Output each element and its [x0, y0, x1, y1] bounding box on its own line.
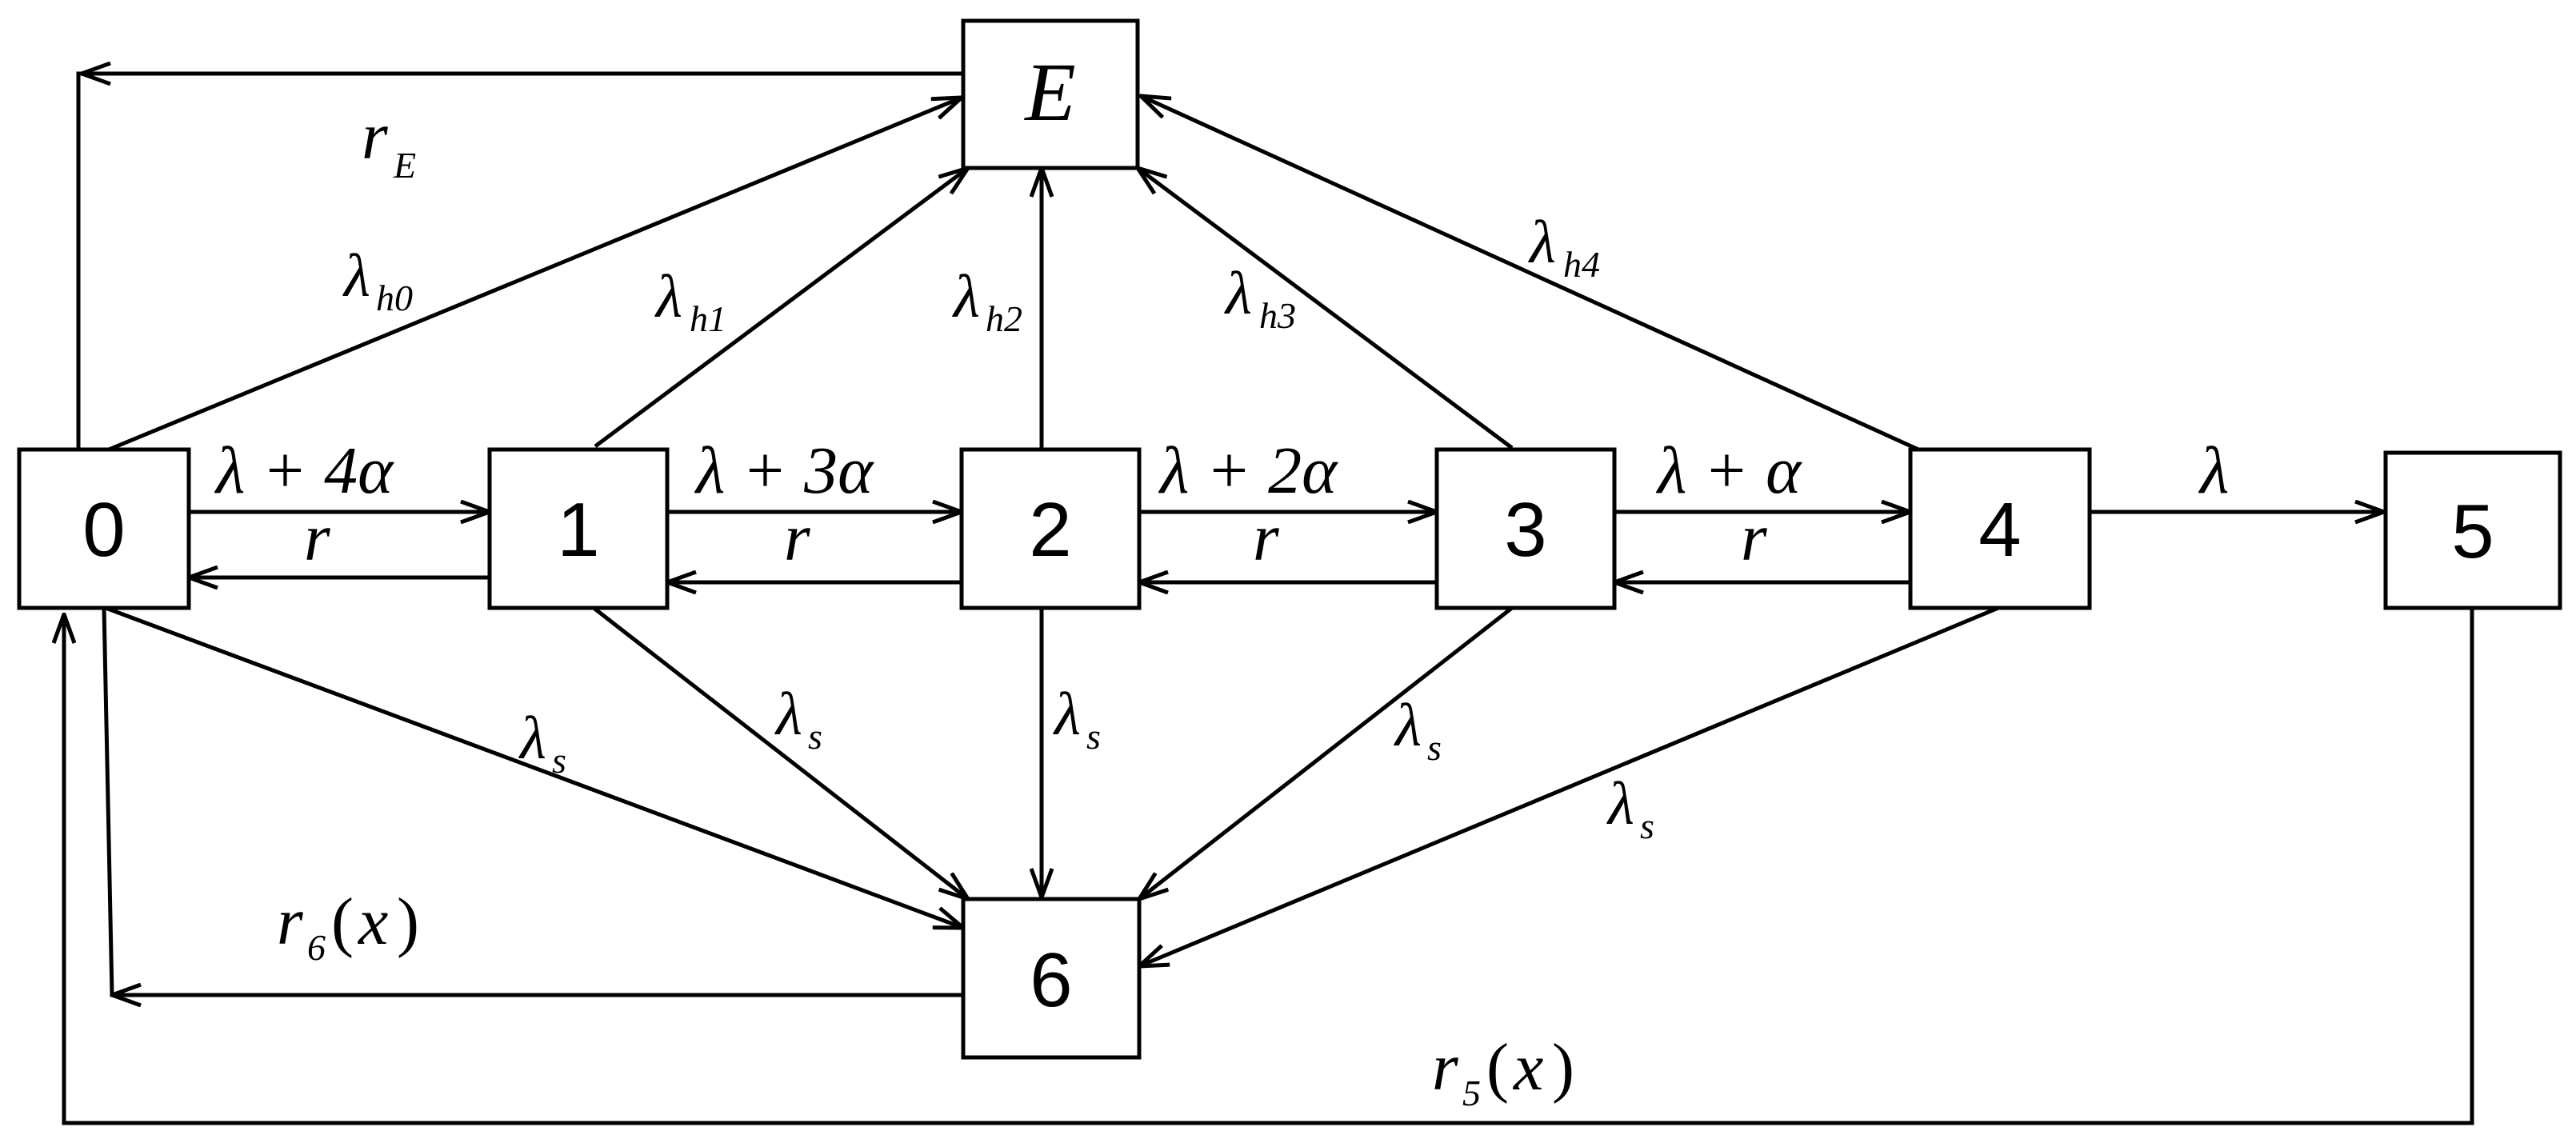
svg-text:λ: λ: [952, 263, 980, 330]
svg-text:λ: λ: [1528, 209, 1556, 276]
edge-1-to-E: [594, 168, 968, 449]
label-rate-3-4: λ + α: [1655, 434, 1802, 508]
svg-text:(: (: [1486, 1030, 1509, 1105]
node-1: 1: [487, 447, 670, 610]
edge-4-to-E: [1141, 96, 1920, 452]
edge-1-to-6: [592, 606, 968, 899]
node-3: 3: [1434, 447, 1617, 610]
label-r-E: r E: [362, 99, 416, 186]
node-6-label: 6: [1030, 937, 1072, 1023]
label-lambda-h3: λ h3: [1224, 260, 1296, 336]
label-lambda-h0: λ h0: [342, 242, 413, 318]
svg-text:r: r: [277, 885, 303, 959]
svg-text:h0: h0: [376, 278, 413, 318]
label-lambda-s-0: λ s: [518, 705, 566, 781]
svg-text:h3: h3: [1259, 295, 1296, 336]
svg-text:s: s: [552, 740, 566, 781]
edge-0-to-6: [105, 605, 963, 928]
svg-text:x: x: [1512, 1030, 1543, 1105]
node-2: 2: [959, 447, 1142, 610]
svg-text:5: 5: [1462, 1073, 1481, 1113]
edge-0-to-E: [108, 98, 962, 452]
label-rate-1-2: λ + 3α: [694, 434, 874, 508]
node-2-label: 2: [1029, 487, 1071, 573]
label-r6-x: r 6 ( x ): [277, 885, 419, 968]
node-4-label: 4: [1978, 487, 2021, 573]
svg-text:λ: λ: [774, 681, 802, 748]
svg-text:E: E: [393, 145, 416, 186]
node-5-label: 5: [2451, 489, 2494, 574]
svg-text:λ: λ: [1224, 260, 1252, 327]
node-6: 6: [961, 897, 1142, 1060]
label-lambda-s-2: λ s: [1053, 681, 1101, 757]
label-rate-2-3: λ + 2α: [1158, 434, 1338, 508]
svg-text:s: s: [1086, 716, 1101, 757]
node-E: E: [961, 18, 1140, 170]
edge-3-to-E: [1138, 168, 1514, 450]
edge-5-to-0: [62, 608, 2474, 1125]
svg-text:): ): [397, 885, 419, 959]
svg-text:s: s: [808, 716, 822, 757]
svg-text:r: r: [1432, 1030, 1458, 1105]
node-E-label: E: [1023, 46, 1076, 138]
edge-4-to-6: [1139, 605, 1999, 966]
edge-6-to-0: [102, 607, 963, 997]
edge-E-to-0: [76, 71, 962, 448]
label-r5-x: r 5 ( x ): [1432, 1030, 1574, 1113]
node-1-label: 1: [557, 487, 599, 573]
svg-text:λ: λ: [654, 263, 682, 330]
label-rate-4-5: λ: [2198, 434, 2229, 508]
label-lambda-h4: λ h4: [1528, 209, 1600, 285]
svg-text:s: s: [1427, 727, 1442, 768]
svg-text:r: r: [362, 99, 388, 174]
svg-text:λ: λ: [1394, 692, 1422, 759]
label-rate-0-1: λ + 4α: [214, 434, 394, 508]
svg-text:(: (: [331, 885, 354, 959]
label-repair-4-3: r: [1741, 501, 1767, 575]
edge-3-to-6: [1139, 606, 1514, 899]
svg-text:h1: h1: [690, 298, 726, 339]
svg-text:h2: h2: [986, 298, 1022, 339]
label-lambda-s-4: λ s: [1606, 770, 1654, 846]
label-lambda-h1: λ h1: [654, 263, 726, 339]
svg-text:λ: λ: [1606, 770, 1634, 837]
svg-text:λ: λ: [342, 242, 370, 310]
label-repair-1-0: r: [304, 501, 330, 575]
svg-text:x: x: [357, 885, 388, 959]
svg-text:λ: λ: [1053, 681, 1081, 748]
label-repair-2-1: r: [784, 501, 810, 575]
label-lambda-h2: λ h2: [952, 263, 1022, 339]
label-lambda-s-3: λ s: [1394, 692, 1442, 768]
svg-text:6: 6: [307, 927, 326, 968]
node-4: 4: [1908, 447, 2092, 610]
svg-text:s: s: [1640, 805, 1654, 846]
node-0-label: 0: [82, 487, 125, 573]
node-5: 5: [2383, 450, 2562, 610]
node-0: 0: [17, 447, 191, 610]
label-lambda-s-1: λ s: [774, 681, 822, 757]
svg-text:h4: h4: [1563, 244, 1600, 285]
label-repair-3-2: r: [1253, 501, 1279, 575]
node-3-label: 3: [1504, 487, 1546, 573]
svg-text:λ: λ: [518, 705, 546, 772]
svg-text:): ): [1552, 1030, 1574, 1105]
